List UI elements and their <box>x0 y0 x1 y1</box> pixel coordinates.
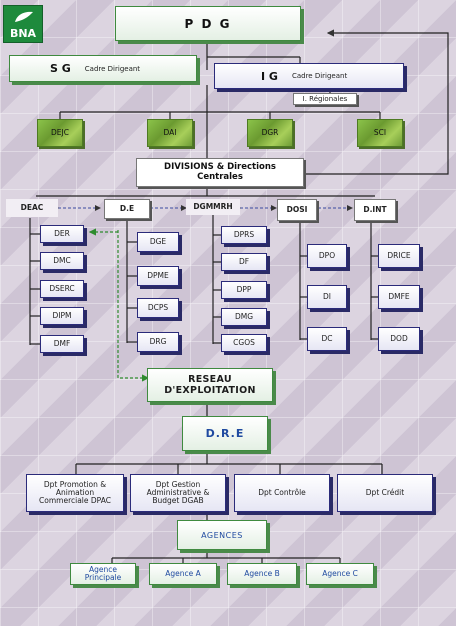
agency-b[interactable]: Agence B <box>227 563 297 585</box>
reseau-box[interactable]: RESEAU D'EXPLOITATION <box>147 368 273 402</box>
pdg-label: P D G <box>184 16 232 31</box>
ig-sub: Cadre Dirigeant <box>291 72 348 80</box>
ig-box[interactable]: I G Cadre Dirigeant <box>214 63 404 89</box>
unit-dmg[interactable]: DMG <box>221 308 267 326</box>
ig-label: I G <box>261 69 278 83</box>
dre-label: D.R.E <box>205 427 245 440</box>
dpt-credit[interactable]: Dpt Crédit <box>337 474 433 512</box>
unit-di[interactable]: DI <box>307 285 347 309</box>
divisions-box[interactable]: DIVISIONS & Directions Centrales <box>136 158 304 187</box>
unit-dai[interactable]: DAI <box>147 119 193 147</box>
agency-a[interactable]: Agence A <box>149 563 217 585</box>
pdg-box[interactable]: P D G <box>115 6 301 41</box>
agences-label: AGENCES <box>201 530 243 540</box>
regionales-label: I. Régionales <box>302 95 348 103</box>
agency-c[interactable]: Agence C <box>306 563 374 585</box>
unit-dpo[interactable]: DPO <box>307 244 347 268</box>
unit-sci[interactable]: SCI <box>357 119 403 147</box>
unit-dcps[interactable]: DCPS <box>137 298 179 318</box>
unit-dmfe[interactable]: DMFE <box>378 285 420 309</box>
head-dgmmrh[interactable]: DGMMRH <box>186 199 240 215</box>
unit-dpme[interactable]: DPME <box>137 266 179 286</box>
unit-dserc[interactable]: DSERC <box>40 280 84 298</box>
agency-principale[interactable]: Agence Principale <box>70 563 136 585</box>
unit-dpp[interactable]: DPP <box>221 281 267 299</box>
unit-dod[interactable]: DOD <box>378 327 420 351</box>
unit-dc[interactable]: DC <box>307 327 347 351</box>
bna-logo-text: BNA <box>9 27 37 40</box>
head-dosi[interactable]: DOSI <box>277 199 317 221</box>
unit-df[interactable]: DF <box>221 253 267 271</box>
unit-cgos[interactable]: CGOS <box>221 334 267 352</box>
link-de-reseau <box>117 230 150 382</box>
dpt-controle[interactable]: Dpt Contrôle <box>234 474 330 512</box>
sg-label: S G <box>50 62 71 75</box>
sg-sub: Cadre Dirigeant <box>84 64 141 73</box>
unit-dmc[interactable]: DMC <box>40 252 84 270</box>
head-de[interactable]: D.E <box>104 199 150 219</box>
dre-box[interactable]: D.R.E <box>182 416 268 451</box>
divisions-label: DIVISIONS & Directions Centrales <box>164 161 276 182</box>
regionales-box[interactable]: I. Régionales <box>293 93 357 105</box>
unit-dprs[interactable]: DPRS <box>221 226 267 244</box>
dpt-dgab[interactable]: Dpt Gestion Administrative & Budget DGAB <box>130 474 226 512</box>
dpt-dpac[interactable]: Dpt Promotion & Animation Commerciale DP… <box>26 474 124 512</box>
unit-dgr[interactable]: DGR <box>247 119 293 147</box>
unit-dejc[interactable]: DEJC <box>37 119 83 147</box>
head-dint[interactable]: D.INT <box>354 199 396 221</box>
agences-box[interactable]: AGENCES <box>177 520 267 550</box>
unit-dmf[interactable]: DMF <box>40 335 84 353</box>
unit-der[interactable]: DER <box>40 225 84 243</box>
unit-dipm[interactable]: DIPM <box>40 307 84 325</box>
unit-dge[interactable]: DGE <box>137 232 179 252</box>
reseau-label: RESEAU D'EXPLOITATION <box>164 374 256 396</box>
bna-leaf-icon <box>15 11 33 22</box>
bna-logo: BNA <box>3 5 43 43</box>
head-deac[interactable]: DEAC <box>6 199 58 217</box>
line-feedback-loop <box>305 29 449 175</box>
unit-drg[interactable]: DRG <box>137 332 179 352</box>
unit-drice[interactable]: DRICE <box>378 244 420 268</box>
sg-box[interactable]: S G Cadre Dirigeant <box>9 55 197 82</box>
